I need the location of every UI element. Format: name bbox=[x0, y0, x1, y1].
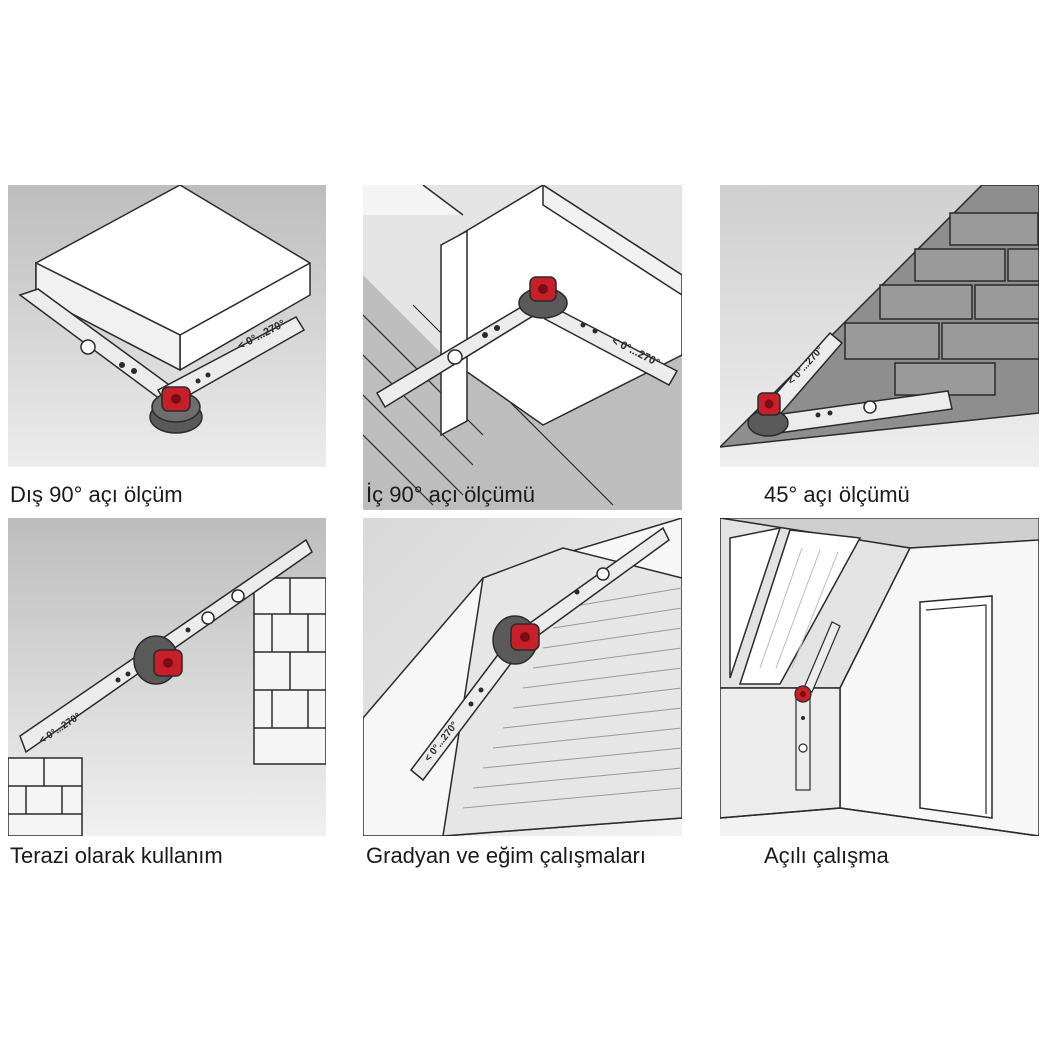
caption-inner-90: İç 90° açı ölçümü bbox=[366, 482, 535, 507]
caption-outer-90: Dış 90° açı ölçüm bbox=[10, 482, 183, 507]
illustration-outer-90-angle: < 0°...270° bbox=[8, 185, 326, 467]
illustration-45-angle: < 0°...270° bbox=[720, 185, 1039, 467]
caption-angled: Açılı çalışma bbox=[764, 843, 889, 868]
illustration-gradient-slope: < 0°...270° bbox=[363, 518, 682, 836]
illustration-spirit-level: < 0°...270° bbox=[8, 518, 326, 836]
illustration-angled-work bbox=[720, 518, 1039, 836]
illustration-inner-90-angle: < 0°...270° bbox=[363, 185, 682, 510]
caption-gradient: Gradyan ve eğim çalışmaları bbox=[366, 843, 646, 868]
caption-45: 45° açı ölçümü bbox=[764, 482, 910, 507]
caption-level: Terazi olarak kullanım bbox=[10, 843, 223, 868]
